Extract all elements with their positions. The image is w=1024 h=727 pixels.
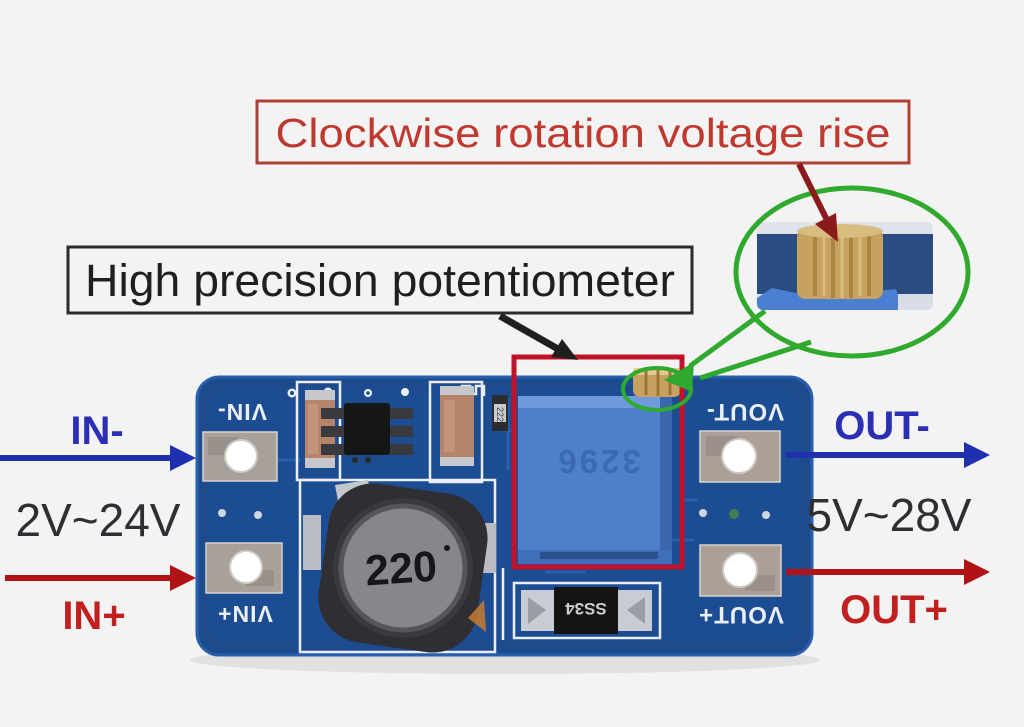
zoom-callout-wedge (688, 308, 812, 381)
vout-minus-hole (721, 438, 757, 474)
red-callout-arrow-line (796, 162, 831, 224)
output-voltage-range: 5V~28V (807, 489, 972, 541)
vout-plus-hole (722, 552, 758, 588)
resistor-value: 222 (495, 407, 505, 422)
potentiometer-label: High precision potentiometer (85, 255, 675, 306)
clockwise-label-box (255, 99, 911, 165)
vout-minus-pad (699, 430, 781, 483)
out-minus-label: OUT- (834, 404, 930, 448)
red-callout-arrowhead-icon (815, 213, 838, 242)
in-minus-arrow (0, 445, 196, 471)
in-plus-label: IN+ (62, 594, 125, 638)
in-minus-label: IN- (70, 409, 123, 453)
potentiometer-highlight-box (511, 354, 685, 570)
in-plus-arrowhead-icon (170, 565, 196, 591)
zoom-wedge-arrowhead-icon (664, 362, 694, 392)
trimmer-potentiometer: 3296 (518, 396, 672, 564)
out-plus-label: OUT+ (840, 588, 948, 632)
clockwise-annotation: Clockwise rotation voltage rise (255, 99, 911, 242)
potentiometer-slot (540, 552, 658, 559)
inductor: 220 (303, 480, 496, 653)
vin-plus-hole (229, 550, 263, 584)
potentiometer-label-box (66, 245, 694, 315)
potentiometer-model: 3296 (555, 443, 640, 480)
inductor-terminal-left (303, 515, 321, 570)
black-callout-arrow-line (498, 312, 560, 353)
smd-ic (321, 403, 413, 463)
in-minus-arrowhead-icon (170, 445, 196, 471)
inductor-reflection (468, 600, 486, 632)
output-side: OUT- 5V~28V OUT+ (786, 404, 990, 632)
vin-minus-hole (224, 439, 258, 473)
input-side: IN- 2V~24V IN+ (0, 409, 196, 638)
diode-model: SS34 (565, 599, 607, 618)
zoom-callout-circle (733, 185, 971, 359)
vin-plus-pad (205, 542, 283, 594)
clockwise-label: Clockwise rotation voltage rise (276, 110, 891, 156)
pcb-board: VIN- VIN+ VOUT- VOUT+ (195, 368, 814, 657)
silkscreen-vin-plus: VIN+ (217, 601, 273, 627)
vout-plus-pad (699, 544, 782, 597)
out-plus-arrowhead-icon (964, 559, 990, 585)
input-voltage-range: 2V~24V (16, 494, 181, 546)
potentiometer-annotation: High precision potentiometer (66, 245, 694, 360)
silkscreen-vin-minus: VIN- (217, 399, 267, 425)
out-minus-arrowhead-icon (964, 442, 990, 468)
in-plus-arrow (5, 565, 196, 591)
silkscreen-vout-plus: VOUT+ (698, 601, 784, 628)
schottky-diode: SS34 (521, 587, 652, 634)
out-minus-arrow (786, 442, 990, 468)
black-callout-arrowhead-icon (551, 339, 578, 360)
vin-minus-pad (202, 431, 278, 482)
inductor-value: 220 (364, 543, 439, 596)
silkscreen-vout-minus: VOUT- (706, 398, 784, 425)
smd-capacitor-2 (440, 386, 474, 466)
screw-zoom-inset (757, 222, 933, 310)
smd-resistor: 222 (492, 395, 508, 431)
screw-highlight-circle (621, 366, 693, 412)
out-plus-arrow (786, 559, 990, 585)
